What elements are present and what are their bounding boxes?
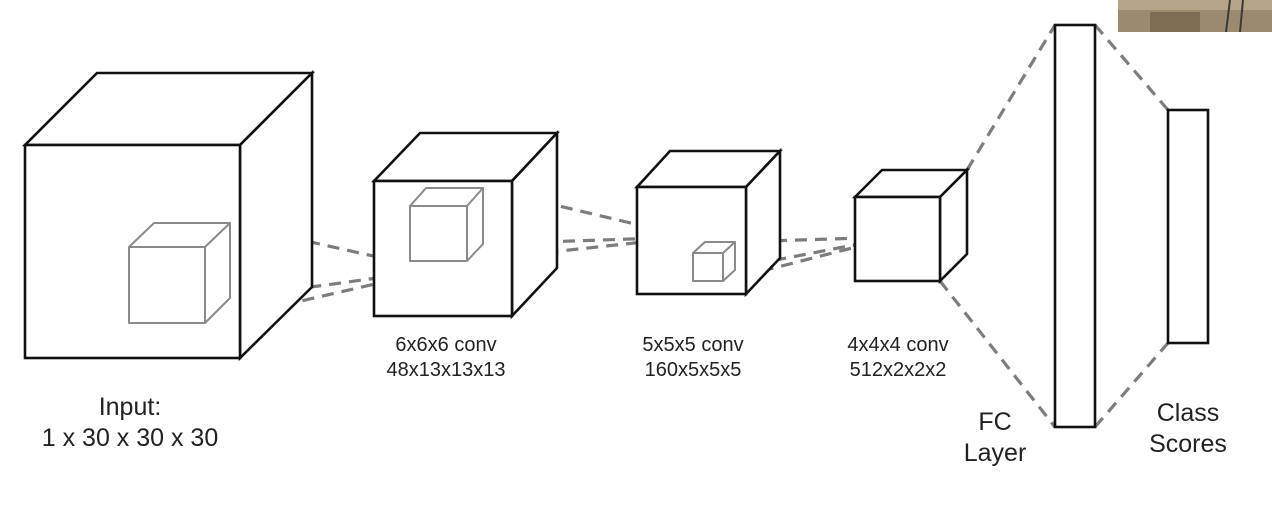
video-thumbnail [1118,0,1272,33]
class-scores-label: Class Scores [1149,398,1227,461]
conv3-to-fc-line-bottom [938,280,1057,428]
fc-layer-bar [1053,23,1097,429]
conv1-label: 6x6x6 conv 48x13x13x13 [387,333,506,383]
conv3-volume-cube [851,166,971,285]
fc-label-line-2: Layer [963,439,1027,468]
input-kernel-cube [128,222,231,324]
input-kernel-line-top [229,222,437,272]
conv3-label: 4x4x4 conv 512x2x2x2 [847,333,948,383]
conv3-to-fc-line-top [965,24,1057,171]
input-label: Input: 1 x 30 x 30 x 30 [42,392,219,455]
input-volume-cube [21,69,316,362]
conv2-kernel-cube [692,241,736,282]
conv2-volume-cube [634,147,784,298]
fc-layer-label: FC Layer [964,407,1027,470]
input-label-line-1: Input: [98,393,162,421]
conv1-label-line-2: 48x13x13x13 [386,359,506,381]
scores-label-line-2: Scores [1149,430,1227,459]
conv1-kernel-line-top [482,186,691,239]
fc-label-line-1: FC [978,408,1012,436]
conv2-label: 5x5x5 conv 160x5x5x5 [642,333,743,383]
conv3-label-line-1: 4x4x4 conv [847,334,949,356]
conv2-label-line-1: 5x5x5 conv [642,334,744,356]
fc-to-scores-line-top [1093,23,1170,112]
scores-label-line-1: Class [1156,399,1220,427]
conv1-label-line-1: 6x6x6 conv [395,334,497,356]
input-kernel-line-mid [229,268,437,300]
input-label-line-2: 1 x 30 x 30 x 30 [41,424,219,453]
conv1-volume-cube [370,129,561,320]
class-scores-bar [1166,108,1210,345]
conv3-label-line-2: 512x2x2x2 [849,359,947,381]
conv2-label-line-2: 160x5x5x5 [644,359,742,381]
conv1-kernel-cube [409,187,484,262]
conv1-kernel-line-mid [482,235,691,246]
